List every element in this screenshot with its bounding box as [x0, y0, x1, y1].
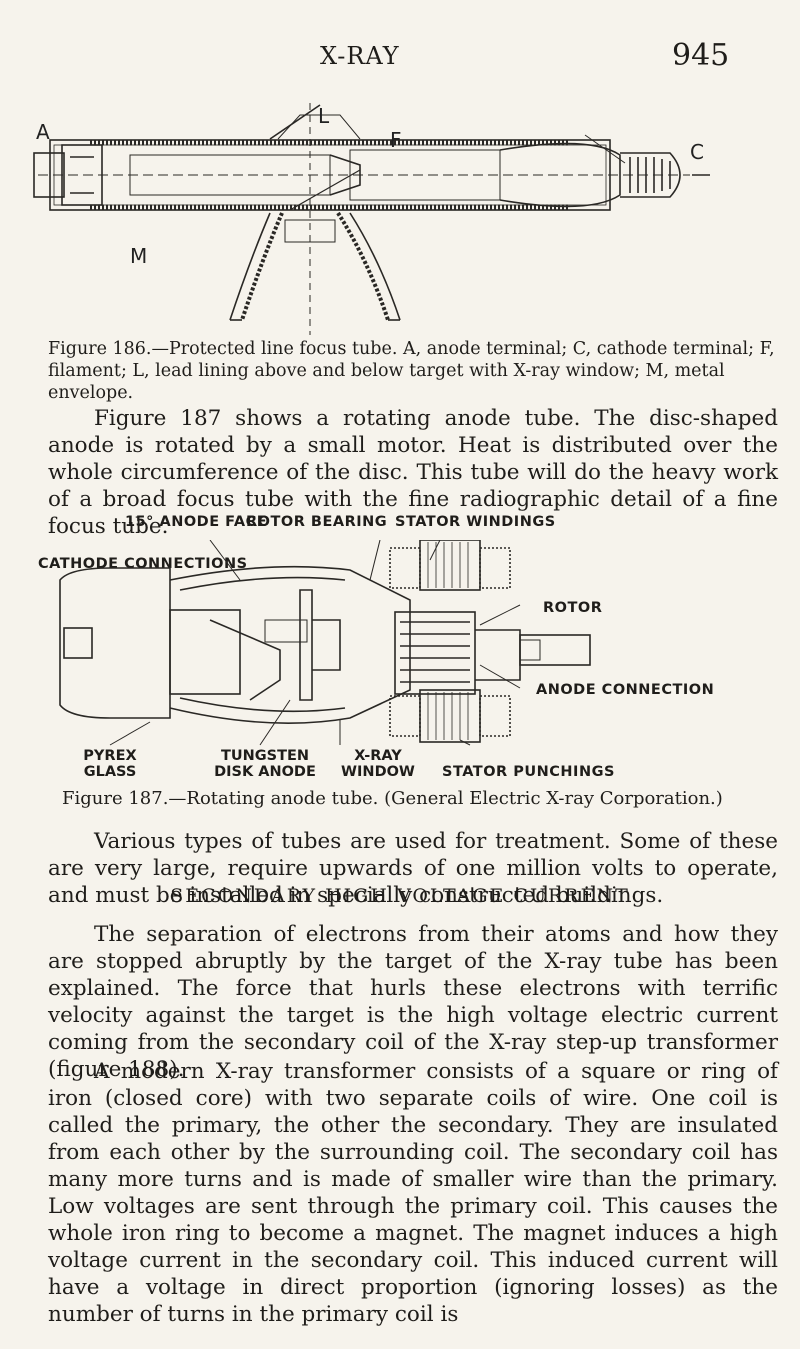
label-anode-face: 15° ANODE FACE	[125, 514, 268, 530]
label-rotor: ROTOR	[543, 600, 603, 616]
running-header-title: X-RAY	[320, 42, 400, 70]
figure-186-caption: Figure 186.—Protected line focus tube. A…	[48, 339, 775, 403]
paragraph-transformer: A modern X-ray transformer consists of a…	[48, 1059, 778, 1327]
figure-187-drawing	[59, 540, 591, 746]
paragraph-secondary-current: The separation of electrons from their a…	[48, 922, 778, 1082]
label-l: L	[318, 104, 330, 128]
label-tungsten-disk-anode: TUNGSTEN DISK ANODE	[214, 748, 316, 780]
paragraph-rotating-anode: Figure 187 shows a rotating anode tube. …	[48, 406, 778, 539]
section-heading: SECONDARY HIGH VOLTAGE CURRENT	[170, 885, 630, 907]
page-number: 945	[672, 38, 730, 73]
label-f: F	[390, 128, 402, 152]
label-xray-window: X-RAY WINDOW	[341, 748, 415, 780]
label-rotor-bearing: ROTOR BEARING	[246, 514, 388, 530]
label-cathode-connections: CATHODE CONNECTIONS	[38, 556, 248, 572]
label-pyrex-glass: PYREX GLASS	[83, 748, 137, 780]
label-stator-punchings: STATOR PUNCHINGS	[442, 764, 615, 780]
figure-186-drawing: A L F C M	[33, 103, 710, 335]
figure-187-caption: Figure 187.—Rotating anode tube. (Genera…	[62, 788, 723, 809]
label-m: M	[130, 244, 147, 268]
label-stator-windings: STATOR WINDINGS	[395, 514, 556, 530]
label-anode-connection: ANODE CONNECTION	[536, 682, 715, 698]
label-a: A	[36, 120, 50, 144]
label-c: C	[690, 140, 704, 164]
paragraph-treatment-tubes: Various types of tubes are used for trea…	[48, 829, 778, 908]
